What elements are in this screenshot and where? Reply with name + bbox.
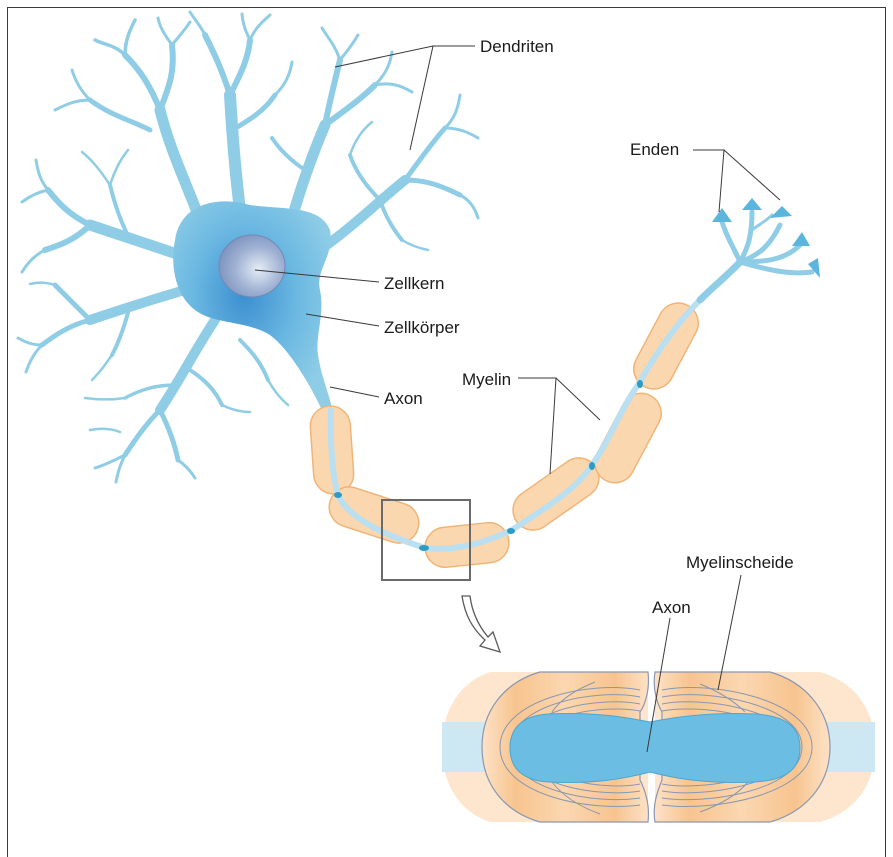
cell-nucleus	[219, 235, 285, 297]
myelinated-axon	[309, 296, 705, 569]
zoom-arrow	[462, 596, 500, 652]
cell-body	[173, 201, 332, 410]
label-dendriten: Dendriten	[480, 37, 554, 56]
leader-lines	[255, 46, 780, 752]
label-enden: Enden	[630, 140, 679, 159]
label-myelinscheide: Myelinscheide	[686, 553, 794, 572]
label-myelin: Myelin	[462, 370, 511, 389]
label-axon-detail: Axon	[652, 598, 691, 617]
label-axon: Axon	[384, 389, 423, 408]
myelin-cross-section	[442, 672, 875, 822]
label-zellkoerper: Zellkörper	[384, 318, 460, 337]
label-zellkern: Zellkern	[384, 274, 444, 293]
axon-terminals	[700, 212, 812, 300]
